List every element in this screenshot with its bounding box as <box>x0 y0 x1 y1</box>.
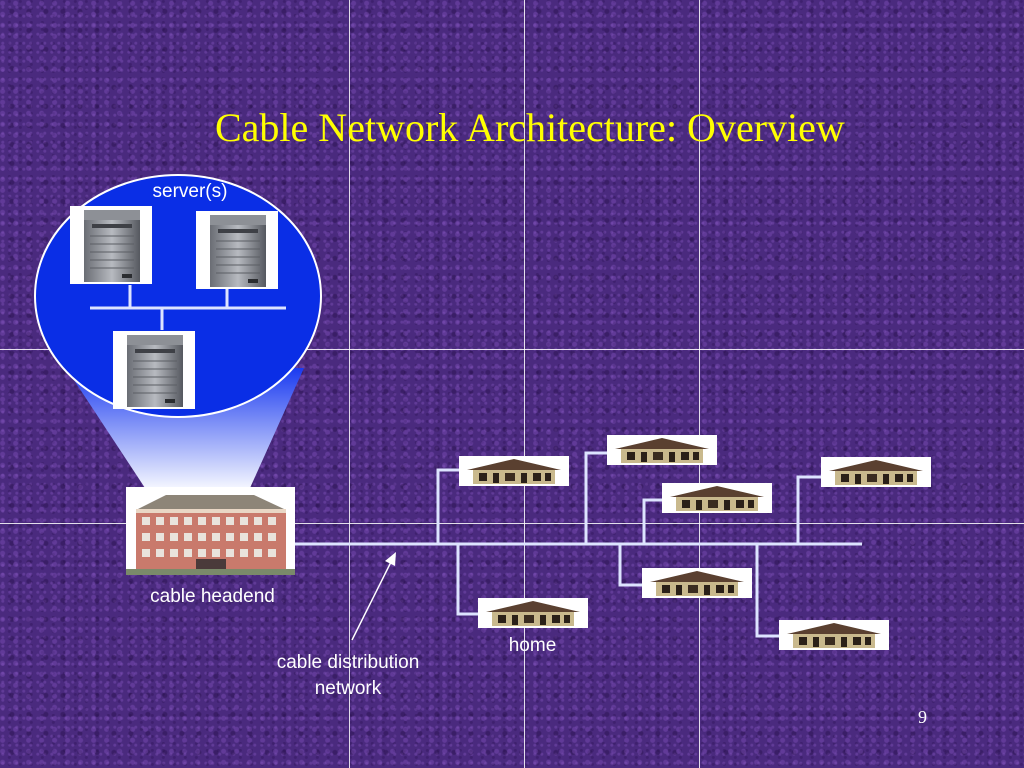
distribution-label: cable distribution network <box>248 650 448 702</box>
house-icon <box>779 620 889 650</box>
house-icon <box>478 598 588 628</box>
cable-distribution-network <box>295 451 862 638</box>
page-number: 9 <box>918 707 927 727</box>
slide-title: Cable Network Architecture: Overview <box>215 105 845 150</box>
server-icon <box>112 330 196 410</box>
grid-line-vertical <box>349 0 350 768</box>
house-icon <box>662 483 772 513</box>
grid-line-vertical <box>699 0 700 768</box>
grid-line-horizontal <box>0 349 1024 350</box>
house-icon <box>459 456 569 486</box>
server-icon <box>69 205 153 285</box>
distribution-label-line2: network <box>314 678 382 699</box>
grid-line-vertical <box>524 0 525 768</box>
home-label: home <box>508 635 557 656</box>
server-icon <box>195 210 279 290</box>
grid-line-horizontal <box>0 523 1024 524</box>
servers-label: server(s) <box>152 181 228 202</box>
callout-arrow <box>351 552 396 641</box>
headend-label: cable headend <box>150 586 275 607</box>
house-icon <box>821 457 931 487</box>
house-icon <box>607 435 717 465</box>
house-icon <box>642 568 752 598</box>
building-icon <box>126 487 295 575</box>
server-bus <box>90 285 286 330</box>
distribution-label-line1: cable distribution <box>276 652 420 673</box>
